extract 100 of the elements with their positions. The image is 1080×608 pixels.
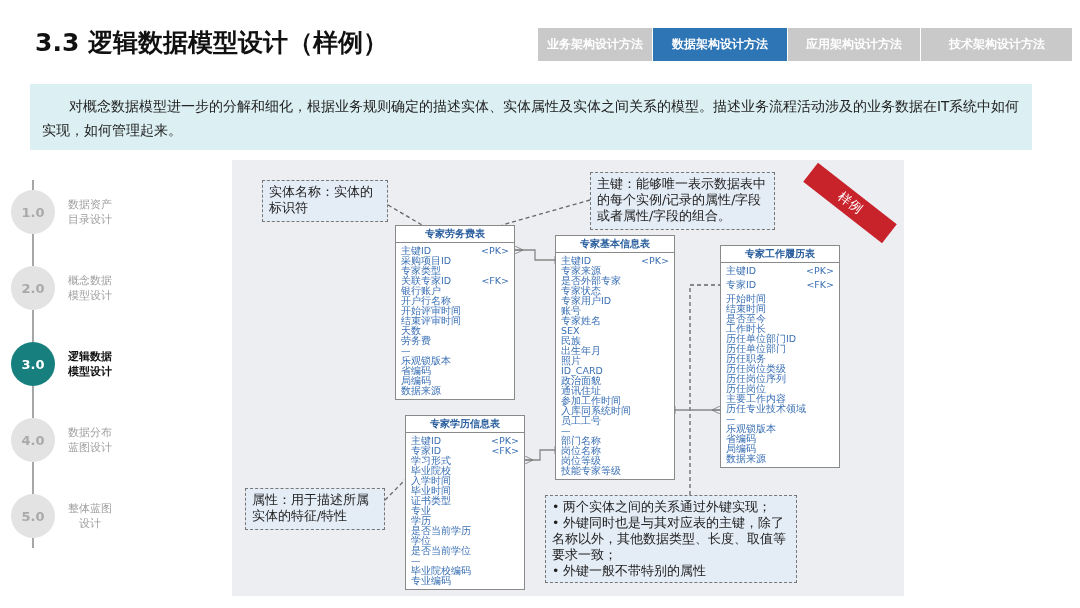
table-title: 专家工作履历表 — [745, 247, 815, 261]
field-name: 是否当前学位 — [411, 546, 471, 556]
bullet-text: • 两个实体之间的关系通过外键实现； — [552, 499, 773, 515]
connector-line — [32, 233, 34, 267]
field-name: 专家姓名 — [561, 316, 601, 326]
field-name: 结束时间 — [726, 304, 766, 314]
callout-box — [262, 180, 388, 222]
field-name: 劳务费 — [401, 336, 431, 346]
field-name: 主键ID — [561, 256, 592, 266]
field-name: 省编码 — [401, 366, 431, 376]
field-name: 乐观锁版本 — [401, 356, 451, 366]
step-label: 数据分布蓝图设计 — [67, 425, 113, 455]
field-name: — — [561, 426, 571, 436]
table-title: 专家劳务费表 — [425, 227, 485, 241]
callout-text: 属性：用于描述所属实体的特征/特性 — [252, 492, 370, 524]
connector-line — [32, 385, 34, 419]
entity-table — [395, 225, 515, 400]
callout-text: 主键：能够唯一表示数据表中的每个实例/记录的属性/字段或者属性/字段的组合。 — [597, 176, 767, 224]
step-label: 逻辑数据模型设计 — [67, 349, 113, 379]
note-box — [545, 495, 797, 583]
field-name: 毕业时间 — [411, 486, 451, 496]
table-title: 专家学历信息表 — [430, 417, 500, 431]
entity-table — [720, 245, 840, 468]
field-name: 政治面貌 — [561, 376, 601, 386]
bullet-text: • 外键同时也是与其对应表的主键，除了名称以外，其他数据类型、长度、取值等要求一致； — [552, 515, 787, 563]
tab: 数据架构设计方法 — [653, 28, 787, 61]
field-name: 参加工作时间 — [561, 396, 621, 406]
field-name: 天数 — [401, 326, 421, 336]
entity-table — [405, 415, 525, 590]
key-marker: <FK> — [481, 276, 509, 286]
field-name: 数据来源 — [401, 386, 441, 396]
step-label: 整体蓝图设计 — [67, 501, 113, 531]
field-name: 专家用户ID — [561, 296, 612, 306]
connector-line — [32, 461, 34, 495]
field-name: 专家ID — [726, 280, 757, 290]
field-name: 部门名称 — [561, 436, 601, 446]
step-circle — [11, 266, 55, 310]
step-label: 数据资产目录设计 — [67, 197, 113, 227]
bullet-text: • 外键一般不带特别的属性 — [552, 563, 708, 579]
key-marker: <FK> — [491, 446, 519, 456]
field-name: 局编码 — [401, 376, 431, 386]
field-name: 工作时长 — [726, 324, 766, 334]
field-name: 数据来源 — [726, 454, 766, 464]
field-name: 岗位名称 — [561, 446, 601, 456]
field-name: SEX — [561, 326, 580, 336]
field-name: 局编码 — [726, 444, 756, 454]
intro-text: 对概念数据模型进一步的分解和细化，根据业务规则确定的描述实体、实体属性及实体之间关系的模型。描述业务流程活动涉及的业务数据在IT系统中如何实现，如何管理起来。 — [42, 97, 1020, 140]
field-name: 入库同系统时间 — [561, 406, 631, 416]
field-name: 主键ID — [726, 266, 757, 276]
field-name: 主要工作内容 — [726, 394, 786, 404]
diagram-panel — [232, 160, 904, 596]
entity-table — [555, 235, 675, 480]
field-name: 结束评审时间 — [401, 316, 461, 326]
field-name: 历任岗位类级 — [726, 364, 786, 374]
field-name: 历任单位部门 — [726, 344, 786, 354]
field-name: 岗位等级 — [561, 456, 601, 466]
page-title: 3.3 逻辑数据模型设计（样例） — [35, 27, 388, 59]
field-name: — — [401, 346, 411, 356]
callout-box — [590, 172, 775, 230]
field-name: 学位 — [411, 536, 431, 546]
table-title: 专家基本信息表 — [580, 237, 650, 251]
step-circle — [11, 494, 55, 538]
field-name: 学习形式 — [411, 456, 451, 466]
field-name: 历任专业技术领域 — [726, 404, 806, 414]
key-marker: <PK> — [481, 246, 509, 256]
step-circle — [11, 342, 55, 386]
field-name: — — [726, 414, 736, 424]
connector-line — [32, 309, 34, 343]
field-name: ID_CARD — [561, 366, 603, 376]
field-name: 专业 — [411, 506, 431, 516]
leader-line — [689, 284, 721, 496]
sample-ribbon: 样例 — [803, 162, 897, 244]
field-name: 专家来源 — [561, 266, 601, 276]
intro-box — [30, 84, 1032, 150]
field-name: 主键ID — [401, 246, 432, 256]
field-name: 银行账户 — [401, 286, 441, 296]
field-name: 省编码 — [726, 434, 756, 444]
key-marker: <PK> — [491, 436, 519, 446]
leader-line — [387, 204, 423, 226]
field-name: 毕业院校编码 — [411, 566, 471, 576]
step-circle — [11, 190, 55, 234]
field-name: 历任岗位序列 — [726, 374, 786, 384]
field-name: 历任单位部门ID — [726, 334, 797, 344]
key-marker: <FK> — [806, 280, 834, 290]
step-circle — [11, 418, 55, 462]
field-name: 证书类型 — [411, 496, 451, 506]
field-name: 技能专家等级 — [561, 466, 621, 476]
field-name: 历任岗位 — [726, 384, 766, 394]
field-name: 开始时间 — [726, 294, 766, 304]
field-name: 照片 — [561, 356, 581, 366]
step-label: 概念数据模型设计 — [67, 273, 113, 303]
field-name: 账号 — [561, 306, 581, 316]
field-name: 是否至今 — [726, 314, 766, 324]
field-name: 历任职务 — [726, 354, 766, 364]
callout-box — [245, 488, 385, 530]
field-name: 主键ID — [411, 436, 442, 446]
step-number: 2.0 — [21, 280, 45, 296]
field-name: 民族 — [561, 336, 581, 346]
field-name: 出生年月 — [561, 346, 601, 356]
field-name: 专业编码 — [411, 576, 451, 586]
